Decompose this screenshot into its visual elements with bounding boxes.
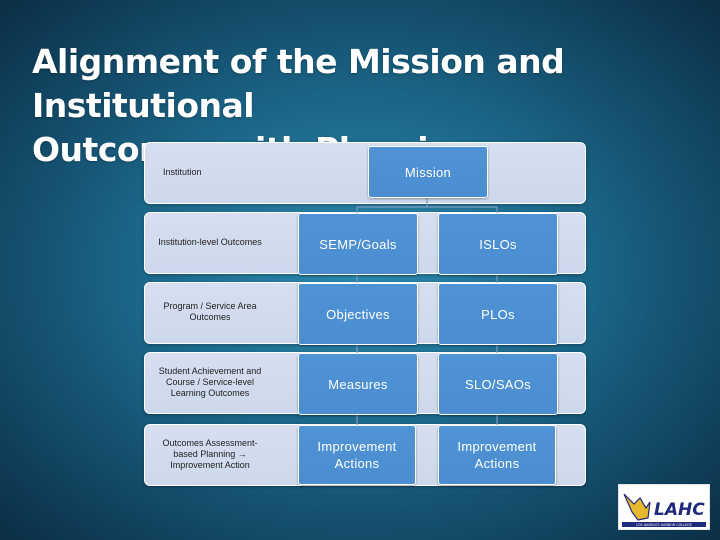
row-label-program-outcomes: Program / Service Area Outcomes bbox=[163, 301, 257, 322]
box-improvement-actions-left: Improvement Actions bbox=[298, 425, 416, 485]
box-semp-goals: SEMP/Goals bbox=[298, 213, 418, 275]
logo-text: LAHC bbox=[654, 500, 705, 520]
logo-subtext: LOS ANGELES HARBOR COLLEGE bbox=[636, 523, 692, 527]
box-measures: Measures bbox=[298, 353, 418, 415]
box-mission: Mission bbox=[368, 146, 488, 198]
row-label-institution-outcomes: Institution-level Outcomes bbox=[158, 236, 262, 247]
box-islos: ISLOs bbox=[438, 213, 558, 275]
box-slo-saos: SLO/SAOs bbox=[438, 353, 558, 415]
row-label-institution: Institution bbox=[163, 166, 202, 177]
row-label-planning: Outcomes Assessment-based Planning → Imp… bbox=[162, 437, 258, 470]
seagull-icon bbox=[623, 493, 651, 521]
box-objectives: Objectives bbox=[298, 283, 418, 345]
box-improvement-actions-right: Improvement Actions bbox=[438, 425, 556, 485]
title-line-1: Alignment of the Mission and Institution… bbox=[32, 42, 565, 125]
lahc-logo: LAHC LOS ANGELES HARBOR COLLEGE bbox=[618, 484, 710, 530]
row-band-institution bbox=[144, 142, 586, 204]
row-label-course-outcomes: Student Achievement and Course / Service… bbox=[158, 365, 262, 398]
box-plos: PLOs bbox=[438, 283, 558, 345]
